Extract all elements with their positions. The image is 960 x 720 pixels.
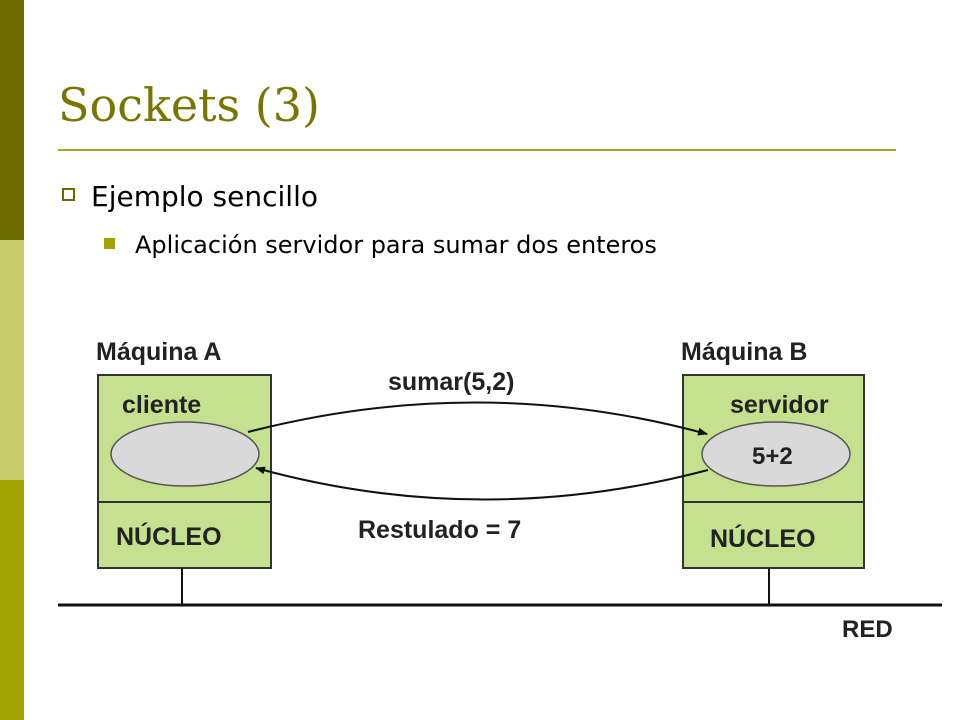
sidebar-block-top [0, 0, 24, 240]
client-socket-ellipse [110, 421, 260, 487]
response-label: Restulado = 7 [358, 516, 521, 544]
sidebar-block-middle [0, 240, 24, 480]
machine-a-kernel-label: NÚCLEO [116, 521, 222, 551]
request-label: sumar(5,2) [388, 368, 514, 396]
request-arrow [247, 401, 708, 436]
sidebar-block-bottom [0, 480, 24, 720]
title-underline [58, 149, 896, 151]
server-process-label: servidor [730, 391, 829, 419]
bullet-level2: Aplicación servidor para sumar dos enter… [104, 233, 657, 257]
machine-a-label: Máquina A [96, 338, 221, 366]
network-label: RED [842, 616, 893, 643]
bullet-level2-text: Aplicación servidor para sumar dos enter… [135, 231, 657, 259]
bullet-level1-text: Ejemplo sencillo [91, 180, 318, 213]
hollow-square-bullet-icon [62, 187, 75, 201]
response-arrow [255, 466, 709, 501]
bullet-level1: Ejemplo sencillo [62, 183, 318, 211]
machine-b-kernel-label: NÚCLEO [710, 523, 816, 553]
slide-title: Sockets (3) [58, 78, 320, 132]
machine-b-label: Máquina B [681, 338, 807, 366]
server-operation-label: 5+2 [752, 443, 793, 470]
client-process-label: cliente [122, 391, 201, 419]
filled-square-bullet-icon [104, 237, 115, 249]
server-socket-ellipse [701, 421, 851, 487]
